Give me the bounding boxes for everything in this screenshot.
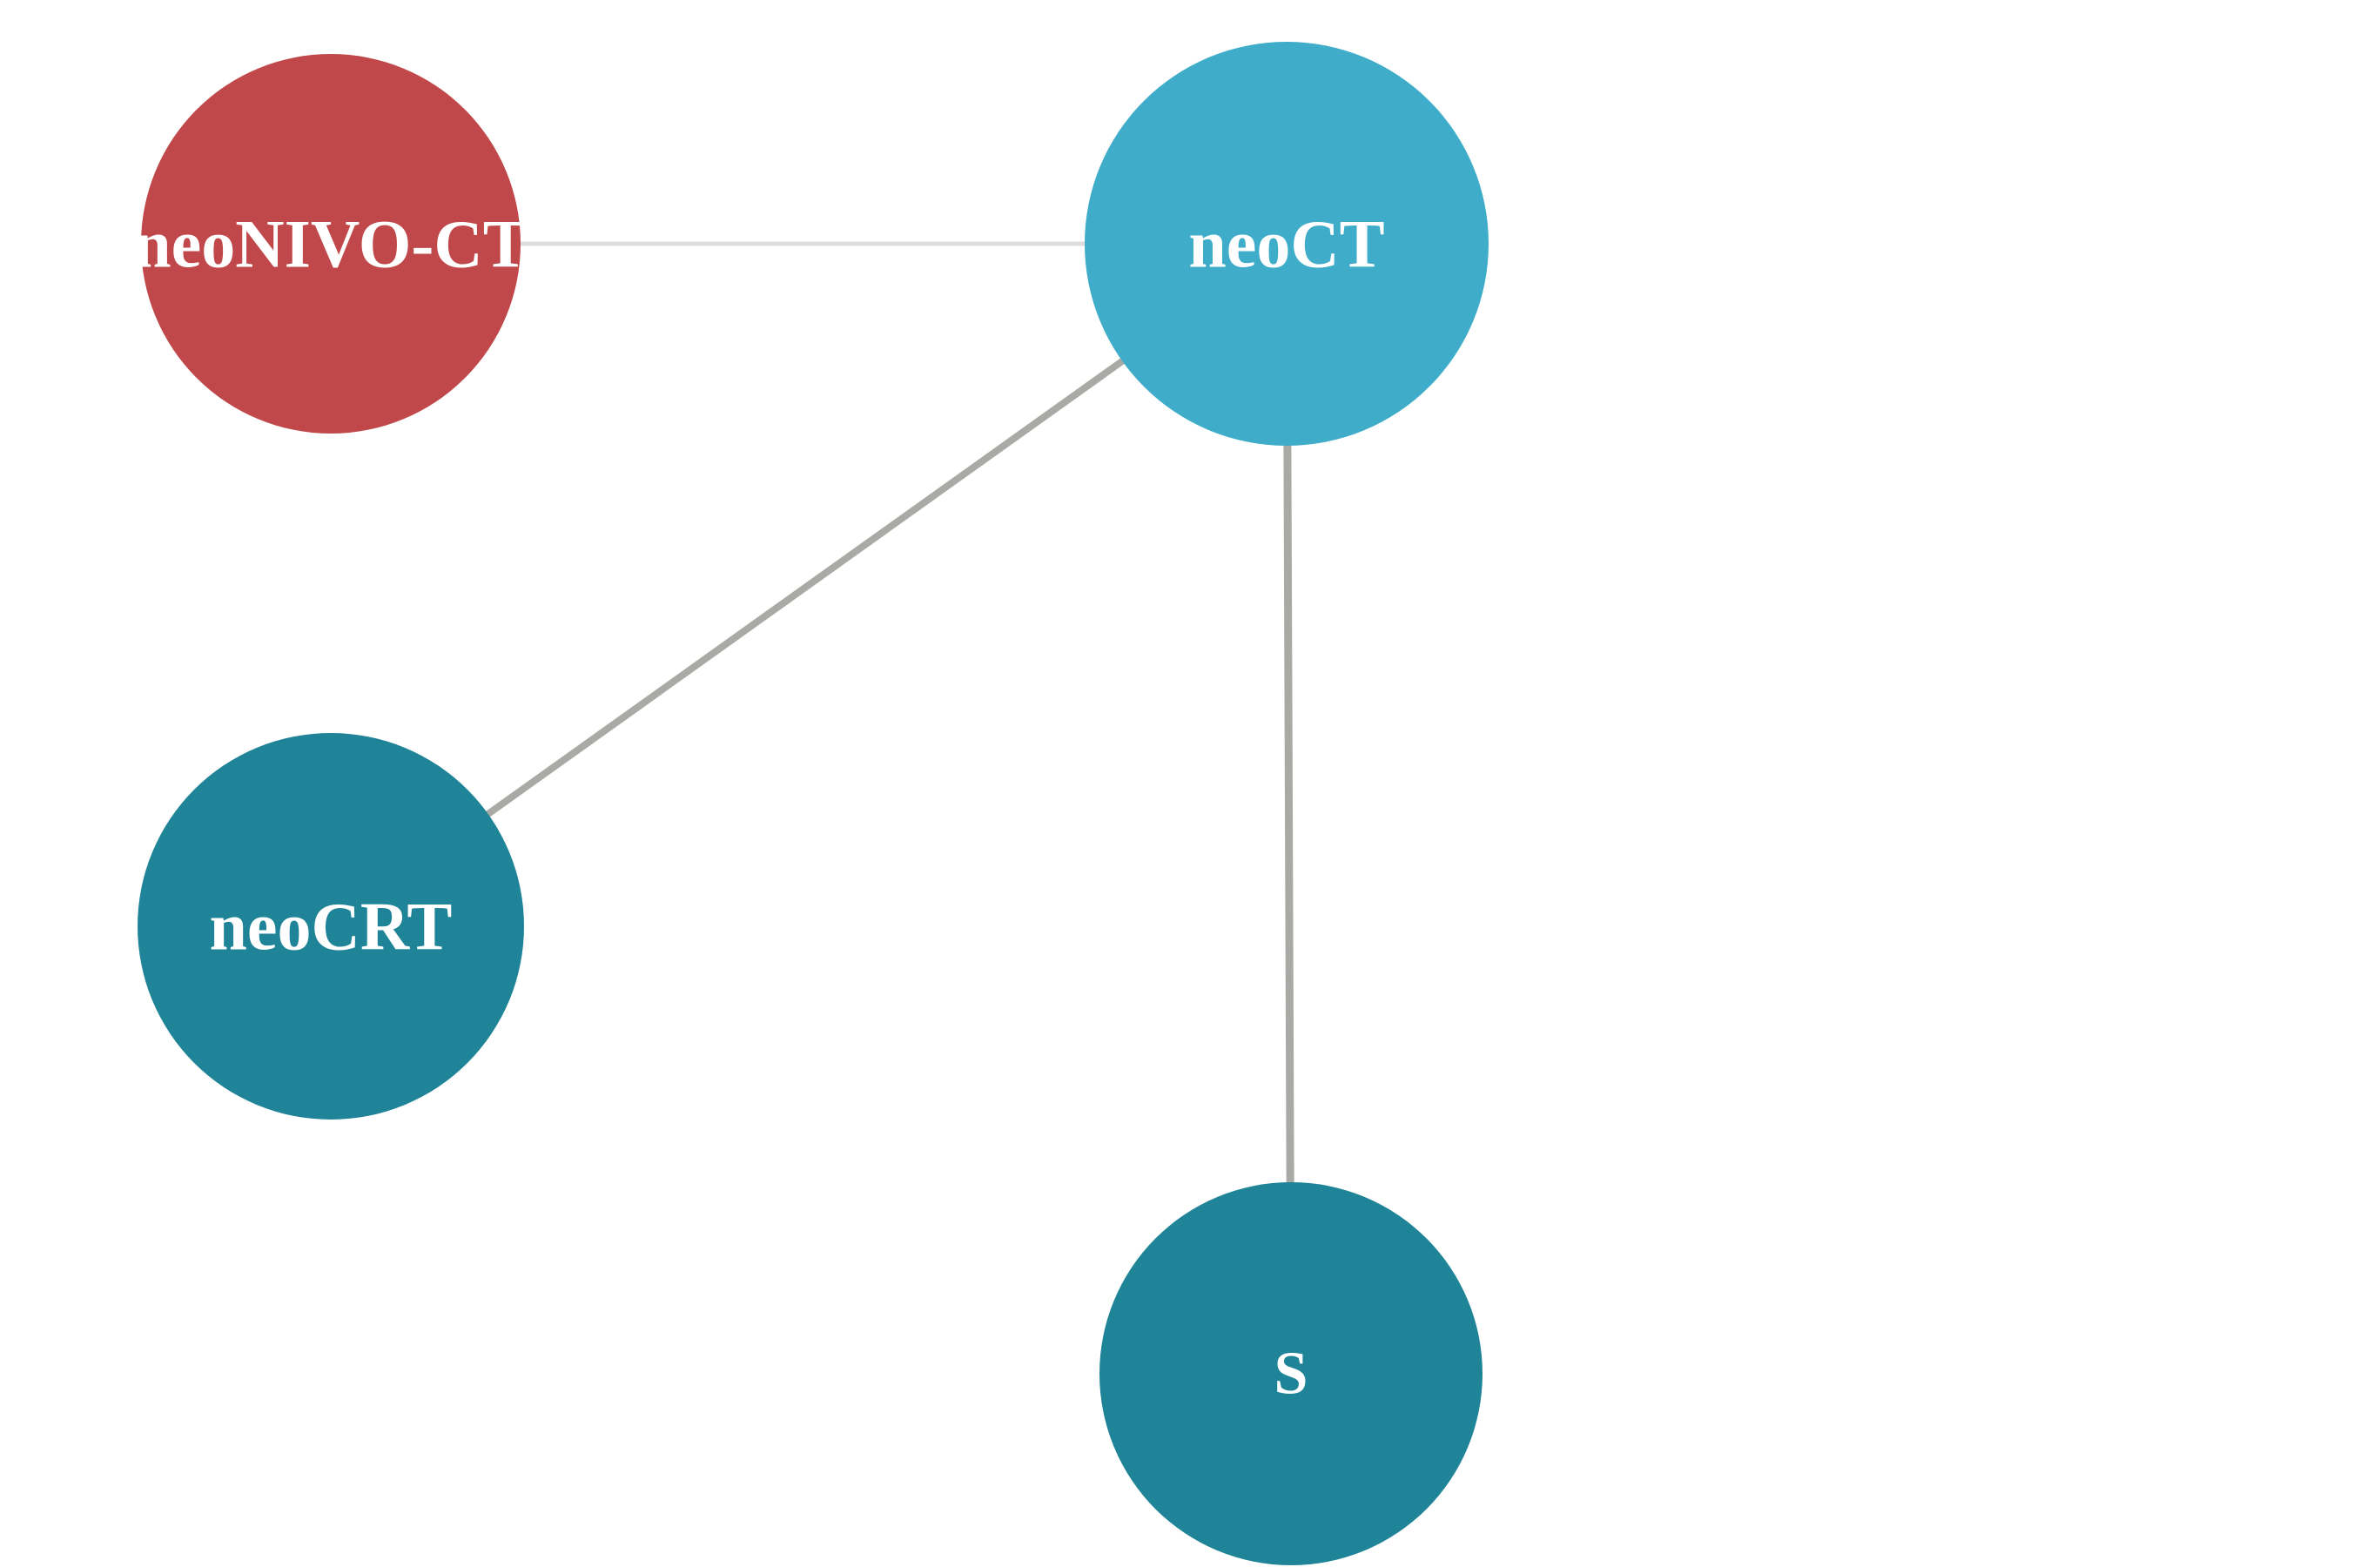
node-label-neoNIVO-CT: neoNIVO-CT: [133, 206, 528, 282]
node-neoNIVO-CT[interactable]: neoNIVO-CT: [133, 54, 528, 434]
node-circle-neoCRT[interactable]: [138, 733, 524, 1120]
node-S[interactable]: S: [1099, 1182, 1482, 1565]
node-label-neoCT: neoCT: [1188, 206, 1384, 282]
node-label-S: S: [1274, 1341, 1308, 1408]
nodes-layer: neoNIVO-CT neoCT neoCRT S: [133, 42, 1489, 1565]
node-neoCRT[interactable]: neoCRT: [138, 733, 524, 1120]
node-neoCT[interactable]: neoCT: [1085, 42, 1489, 446]
node-label-neoCRT: neoCRT: [210, 889, 453, 965]
node-circle-neoNIVO-CT[interactable]: [141, 54, 521, 434]
node-circle-S[interactable]: [1099, 1182, 1482, 1565]
node-circle-neoCT[interactable]: [1085, 42, 1489, 446]
